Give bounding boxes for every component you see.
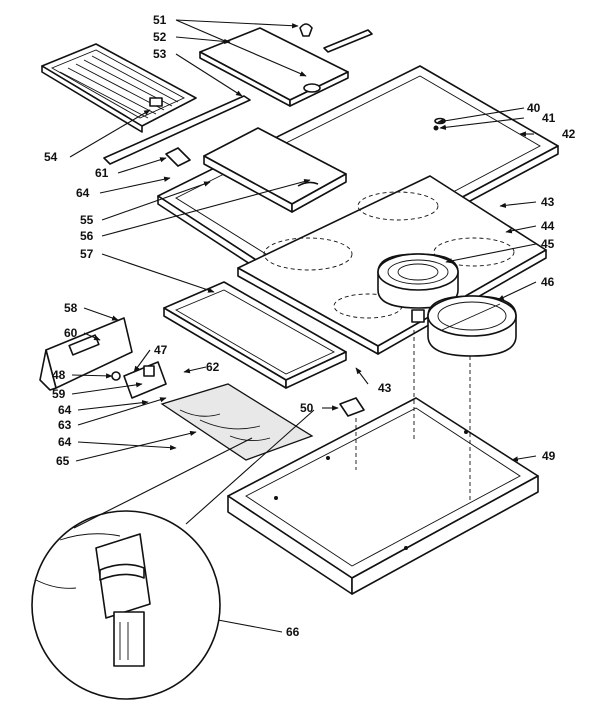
rod-part: [103, 29, 373, 165]
heating-element-left: [377, 253, 459, 309]
callout-46: 46: [541, 275, 555, 289]
callout-66: 66: [286, 625, 300, 639]
inner-pan: [203, 127, 347, 213]
small-bracket: [165, 147, 191, 167]
callout-labels: 51 52 53 54 61 64 55 56 57 40 41 42 43 4…: [44, 13, 576, 639]
bottom-pan: [227, 397, 539, 595]
callout-52: 52: [153, 30, 167, 44]
callout-43a: 43: [541, 195, 555, 209]
callout-61: 61: [95, 166, 109, 180]
clip-part: [339, 397, 365, 417]
callout-62: 62: [206, 360, 220, 374]
callout-64c: 64: [58, 435, 72, 449]
callout-53: 53: [153, 47, 167, 61]
callout-63: 63: [58, 418, 72, 432]
callout-42: 42: [562, 127, 576, 141]
callout-43b: 43: [378, 381, 392, 395]
leader-lines: [69, 19, 537, 633]
callout-58: 58: [64, 301, 78, 315]
drip-tray-frame: [163, 281, 347, 389]
heating-element-right: [411, 295, 517, 357]
insulation-pad: [160, 383, 314, 461]
side-bracket: [39, 317, 133, 391]
callout-57: 57: [80, 247, 94, 261]
callout-45: 45: [541, 237, 555, 251]
callout-54: 54: [44, 150, 58, 164]
callout-64a: 64: [76, 186, 90, 200]
callout-44: 44: [541, 219, 555, 233]
switch-assembly: [111, 361, 167, 399]
callout-48: 48: [52, 368, 66, 382]
callout-56: 56: [80, 229, 94, 243]
broiler-grid-rack: [41, 43, 197, 133]
callout-41: 41: [542, 111, 556, 125]
callout-51: 51: [153, 13, 167, 27]
callout-60: 60: [64, 326, 78, 340]
cover-plate: [199, 23, 349, 107]
callout-50: 50: [300, 401, 314, 415]
callout-40: 40: [527, 101, 541, 115]
detail-magnifier: [31, 409, 315, 700]
callout-64b: 64: [58, 403, 72, 417]
callout-47: 47: [154, 343, 168, 357]
callout-49: 49: [542, 449, 556, 463]
callout-59: 59: [52, 387, 66, 401]
callout-65: 65: [56, 454, 70, 468]
callout-55: 55: [80, 213, 94, 227]
